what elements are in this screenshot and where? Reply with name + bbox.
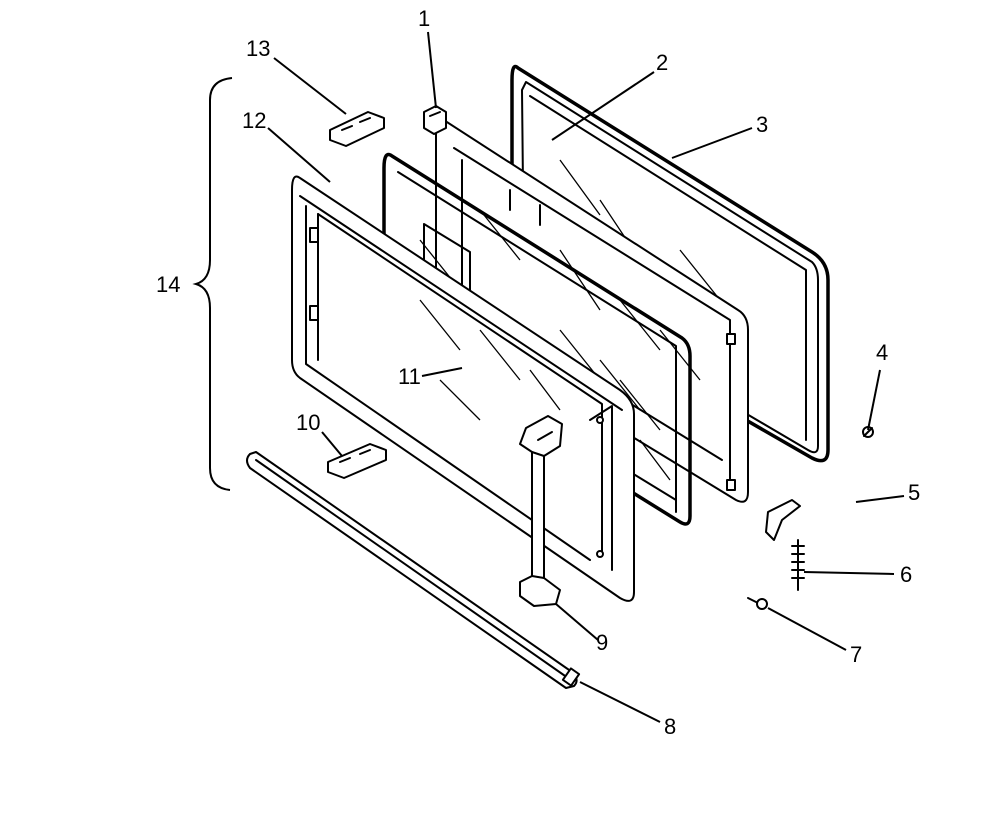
part-10-lower-clip [327,443,387,479]
callout-6: 6 [900,562,912,587]
part-6-spring [791,539,805,591]
callout-10: 10 [296,410,320,435]
callout-14: 14 [156,272,180,297]
callout-4: 4 [876,340,888,365]
callout-7: 7 [850,642,862,667]
callout-2: 2 [656,50,668,75]
part-13-upper-clip [329,111,385,147]
callout-5: 5 [908,480,920,505]
callout-11: 11 [398,364,421,389]
callout-labels: 1 2 3 4 5 6 7 8 9 10 11 12 13 14 [156,6,920,739]
callout-12: 12 [242,108,266,133]
callout-8: 8 [664,714,676,739]
part-12-outer-frame [291,175,635,602]
part-7-pin [747,597,768,610]
leader-lines [267,31,905,723]
assembly-14-brace [192,77,233,491]
part-1-bracket [423,105,447,135]
part-8-vent-rod [246,451,581,689]
part-3-rear-panel [510,64,830,463]
part-5-latch [765,499,801,541]
callout-1: 1 [418,6,430,31]
callout-9: 9 [596,630,608,655]
callout-3: 3 [756,112,768,137]
callout-13: 13 [246,36,270,61]
